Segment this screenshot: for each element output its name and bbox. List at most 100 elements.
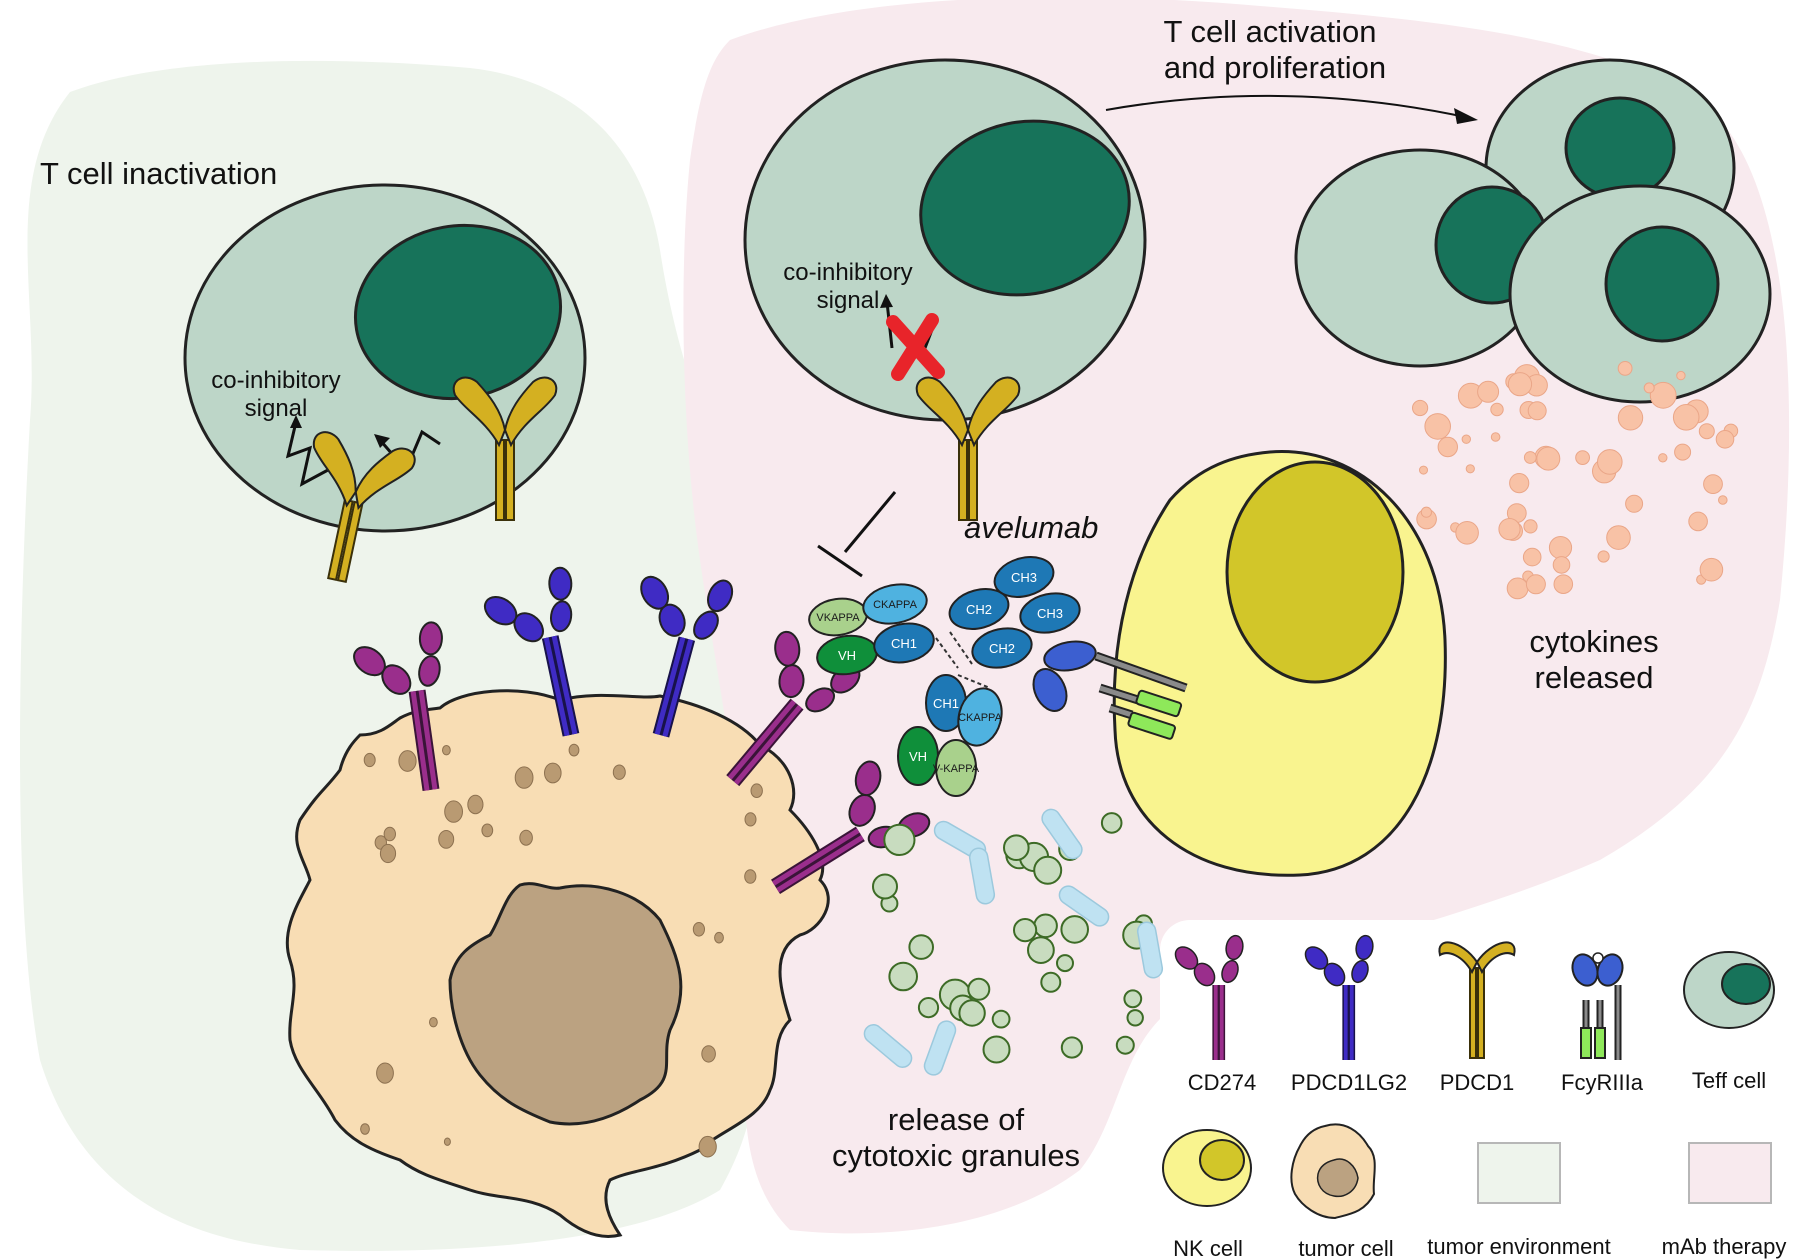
granule-rod bbox=[1058, 885, 1110, 927]
cytokine-dot bbox=[1523, 519, 1538, 534]
ch2-bottom-label: CH2 bbox=[989, 641, 1015, 656]
tumor-granule-dot bbox=[519, 829, 533, 846]
cytokine-dot bbox=[1509, 473, 1530, 494]
cytokine-dot bbox=[1506, 577, 1529, 600]
cytokine-dot bbox=[1649, 381, 1677, 409]
tumor-granule-dot bbox=[568, 743, 580, 757]
tumor-granule-dot bbox=[444, 800, 464, 823]
granule-rod bbox=[968, 847, 996, 905]
t-cell-nucleus bbox=[919, 119, 1131, 297]
cytotoxic-granules-label: cytotoxic granules bbox=[832, 1138, 1080, 1173]
granule-dot bbox=[908, 934, 935, 960]
cytotoxic-granules bbox=[863, 808, 1164, 1076]
cytokine-dot bbox=[1498, 518, 1521, 541]
tumor-granule-dot bbox=[398, 750, 417, 772]
tumor-environment-swatch bbox=[1477, 1142, 1561, 1204]
tumor-granule-dot bbox=[714, 931, 724, 944]
tumor-granule-dot bbox=[612, 764, 626, 780]
t-cell-inactive bbox=[183, 183, 587, 533]
coinhibitory-signal-right-label-2: signal bbox=[817, 287, 880, 314]
tumor-granule-dot bbox=[376, 1062, 394, 1084]
proliferated-t-cells bbox=[1294, 58, 1772, 404]
vh-top-label: VH bbox=[838, 648, 856, 663]
tumor-granule-dot bbox=[443, 1137, 451, 1146]
coinhibitory-arrow-icon bbox=[285, 421, 329, 487]
granule-dot bbox=[1123, 989, 1143, 1009]
granule-dot bbox=[991, 1009, 1011, 1029]
cytokines-label: cytokines bbox=[1529, 624, 1658, 659]
cytokine-dot bbox=[1523, 451, 1537, 464]
ch2-domain bbox=[971, 627, 1033, 669]
legend-pdcd1lg2-label: PDCD1LG2 bbox=[1291, 1070, 1407, 1095]
vkappa-top-label: VKAPPA bbox=[816, 612, 860, 624]
granule-dot bbox=[1040, 971, 1062, 993]
cytokine-dot bbox=[1606, 525, 1631, 550]
cytokine-dot bbox=[1617, 405, 1644, 431]
t-cell-treated bbox=[743, 58, 1147, 422]
inhibition-icon bbox=[817, 491, 897, 578]
tumor-granule-dot bbox=[481, 823, 494, 838]
avelumab-label: avelumab bbox=[964, 510, 1098, 545]
ch1-domain bbox=[873, 622, 935, 664]
granule-dot bbox=[1126, 1009, 1144, 1027]
proliferation-label: and proliferation bbox=[1164, 50, 1386, 85]
cytokine-dot bbox=[1597, 550, 1610, 563]
cytokine-dot bbox=[1455, 521, 1479, 545]
mab-therapy-swatch bbox=[1688, 1142, 1772, 1204]
granule-dot bbox=[883, 823, 916, 857]
fcgr3a-receptor bbox=[1032, 640, 1188, 740]
granule-dot bbox=[958, 999, 986, 1027]
granule-rod bbox=[923, 1020, 957, 1076]
tumor-granules bbox=[360, 743, 763, 1158]
ch3-domain bbox=[993, 556, 1055, 598]
cytokine-dot bbox=[1597, 449, 1623, 475]
legend-nk-cell-label: NK cell bbox=[1173, 1236, 1243, 1259]
coinhibitory-signal-left-label-2: signal bbox=[245, 395, 308, 422]
granule-rod bbox=[863, 1024, 913, 1068]
cytokine-dot bbox=[1548, 536, 1573, 560]
cytokine-dot bbox=[1688, 511, 1708, 532]
granule-dot bbox=[1013, 918, 1038, 943]
cytokine-dot bbox=[1718, 495, 1728, 505]
granule-dot bbox=[872, 873, 898, 900]
granule-rod bbox=[1136, 921, 1164, 979]
tumor-granule-dot bbox=[429, 1017, 438, 1028]
cytokine-dot bbox=[1522, 547, 1542, 567]
cytokine-dot bbox=[1672, 404, 1700, 431]
cytokine-dot bbox=[1477, 380, 1500, 403]
legend-pdcd1-label: PDCD1 bbox=[1440, 1070, 1515, 1095]
granule-dot bbox=[1060, 915, 1089, 944]
legend: CD274 PDCD1LG2 PDCD1 FcyRIIIa Teff cell … bbox=[1162, 934, 1786, 1259]
cytokine-dot bbox=[1527, 401, 1547, 421]
tumor-granule-dot bbox=[360, 1123, 370, 1135]
ch3-domain bbox=[1019, 592, 1081, 634]
granule-dot bbox=[1003, 834, 1030, 862]
nk-cell-icon bbox=[1162, 1129, 1252, 1207]
tumor-granule-dot bbox=[744, 869, 757, 884]
cytokine-dot bbox=[1658, 453, 1668, 463]
pdcd1-icon bbox=[1438, 941, 1516, 1059]
legend-cd274-label: CD274 bbox=[1188, 1070, 1256, 1095]
granule-dot bbox=[1115, 1035, 1135, 1055]
cytokine-dot bbox=[1643, 382, 1655, 394]
coinhibitory-signal-right-label: co-inhibitory bbox=[783, 259, 912, 286]
legend-teff-cell-label: Teff cell bbox=[1692, 1068, 1766, 1093]
cytokine-dot bbox=[1420, 506, 1433, 518]
tumor-granule-dot bbox=[514, 766, 534, 789]
granule-rod bbox=[1041, 808, 1083, 860]
tumor-granule-dot bbox=[442, 745, 451, 756]
granule-dot bbox=[888, 961, 919, 992]
ch1-top-label: CH1 bbox=[891, 636, 917, 651]
ch3-bottom-label: CH3 bbox=[1037, 606, 1063, 621]
proliferation-arrow-icon bbox=[1105, 94, 1471, 119]
blocked-cross-icon bbox=[886, 313, 945, 381]
cytokine-dot bbox=[1412, 399, 1429, 417]
cytokine-dot bbox=[1699, 557, 1724, 582]
cytokine-dot bbox=[1617, 361, 1633, 376]
cytokine-dot bbox=[1676, 370, 1686, 381]
cytokine-dot bbox=[1553, 574, 1574, 595]
vh-bottom-label: VH bbox=[909, 749, 927, 764]
cytokine-dot bbox=[1490, 402, 1504, 417]
vkappa-bottom-label: V-KAPPA bbox=[933, 763, 980, 775]
